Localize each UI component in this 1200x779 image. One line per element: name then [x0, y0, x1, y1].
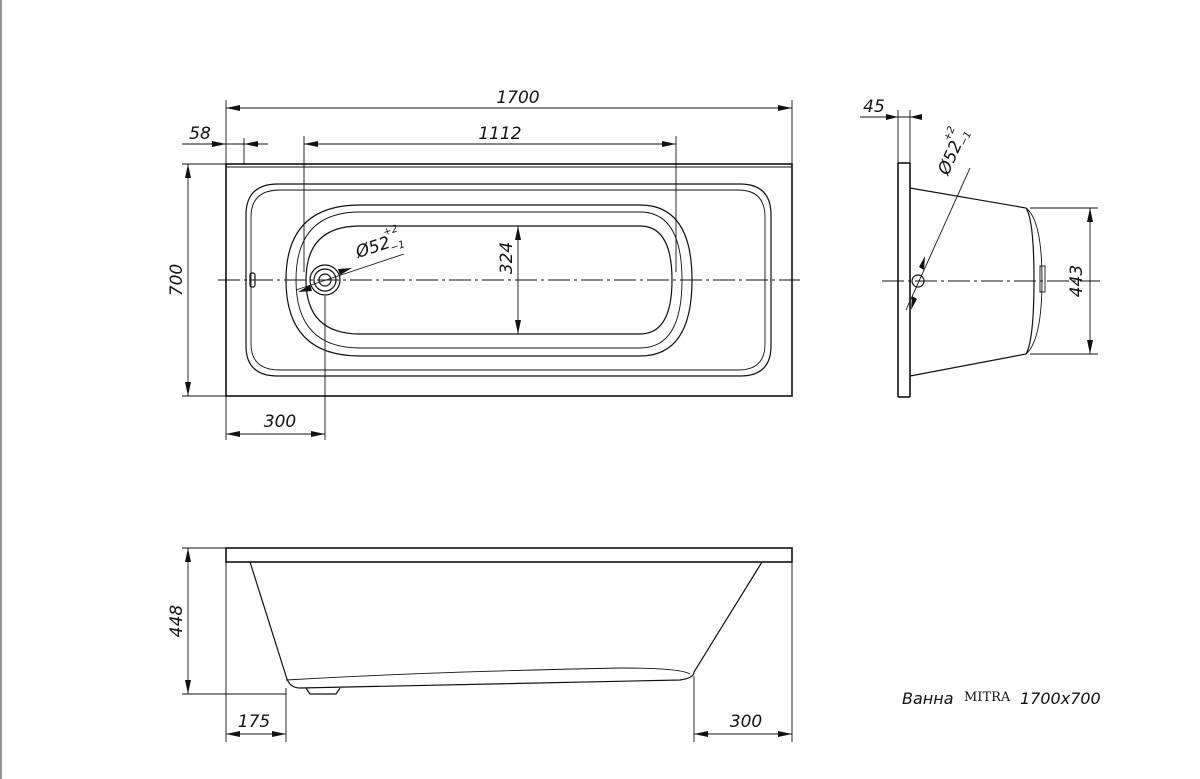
arrow: [298, 285, 312, 292]
side-body-inner: [1025, 207, 1043, 355]
arrow: [1087, 208, 1093, 222]
title-prefix: Ванна: [902, 689, 954, 708]
top-view-bottom-inner: [295, 211, 683, 349]
title-brand: MITRA: [964, 690, 1011, 705]
drain-leader: [295, 253, 405, 291]
dim-total-length: 1700: [496, 88, 539, 108]
arrow: [226, 431, 240, 437]
dim-drain-offset: 300: [264, 412, 296, 432]
top-view: 1700 58 1112 700 324 300: [167, 88, 800, 440]
arrow: [226, 105, 240, 111]
front-rim: [225, 547, 793, 563]
top-view-inner-rim: [245, 183, 772, 377]
arrow: [911, 296, 917, 310]
arrow: [886, 114, 898, 120]
arrow: [185, 164, 191, 178]
dim-inner-width: 324: [497, 242, 517, 274]
dim-right-offset: 300: [730, 712, 762, 732]
arrow: [304, 141, 318, 147]
arrow: [338, 268, 352, 275]
arrow: [311, 431, 325, 437]
arrow: [226, 731, 240, 737]
side-drain-leader: [905, 167, 971, 311]
arrow: [212, 141, 226, 147]
front-drain-bump: [305, 687, 341, 695]
arrow: [778, 105, 792, 111]
arrow: [694, 731, 708, 737]
front-view: 448 175 300: [167, 547, 793, 742]
arrow: [910, 114, 922, 120]
arrow: [515, 320, 521, 334]
arrow: [185, 680, 191, 694]
arrow: [662, 141, 676, 147]
arrow: [1087, 340, 1093, 354]
dim-rim: 45: [863, 97, 885, 117]
dim-inner-bottom-length: 1112: [478, 124, 521, 144]
arrow: [919, 256, 925, 270]
title-size: 1700x700: [1020, 689, 1101, 708]
drain-tol-lower: −1: [389, 239, 406, 254]
front-bottom-inner: [285, 667, 691, 681]
front-body-outline: [249, 561, 763, 689]
side-drain-tol-lower: −1: [958, 130, 974, 148]
top-view-bottom: [305, 225, 673, 335]
top-view-basin: [285, 204, 693, 357]
dim-overflow-offset: 58: [189, 124, 211, 144]
dim-height: 448: [167, 605, 187, 638]
dim-width: 700: [167, 264, 187, 296]
side-foot: [1039, 265, 1046, 293]
arrow: [272, 731, 286, 737]
arrow: [515, 226, 521, 240]
arrow: [185, 548, 191, 562]
side-view: 45 443 Ø52 +2 −1: [860, 97, 1100, 398]
top-view-inner-rim-2: [250, 189, 766, 371]
drain-tol-upper: +2: [382, 224, 399, 239]
drawing-title: Ванна MITRA 1700x700: [902, 689, 1101, 708]
arrow: [185, 382, 191, 396]
side-drain-tol-upper: +2: [942, 125, 958, 143]
arrow: [778, 731, 792, 737]
side-body-outline: [909, 187, 1035, 377]
dim-depth-profile: 443: [1067, 265, 1087, 297]
dim-left-offset: 175: [238, 712, 270, 732]
arrow: [244, 141, 258, 147]
